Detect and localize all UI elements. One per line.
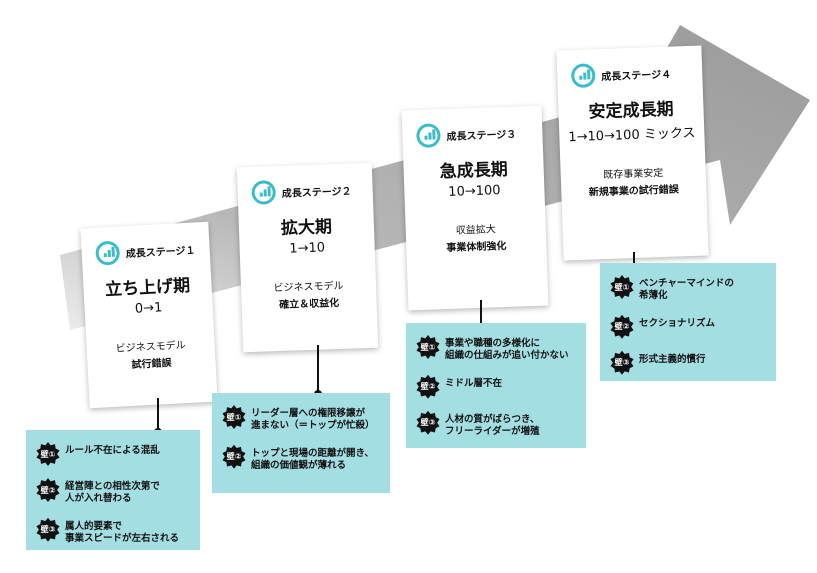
stage-title: 立ち上げ期 (104, 275, 191, 301)
stage-title: 安定成長期 (588, 99, 674, 123)
stage-card-1: 成長ステージ１ 立ち上げ期 0→1 ビジネスモデル 試行錯誤 (80, 221, 218, 409)
wall-text: リーダー層への権限移譲が 進まない（＝トップが忙殺） (251, 408, 375, 432)
stage-desc-line2: 確立＆収益化 (278, 297, 340, 312)
stage-ratio: 10→100 (448, 183, 501, 200)
stage-ratio: 1→10 (289, 240, 326, 257)
growth-chart-icon (95, 240, 121, 266)
wall-badge-icon: 壁③ (36, 517, 60, 542)
stage-desc-line2: 事業体制強化 (446, 240, 507, 255)
wall-text: ルール不在による混乱 (65, 445, 160, 456)
stage-label: 成長ステージ１ (125, 244, 196, 260)
wall-badge-icon: 壁③ (416, 410, 440, 435)
wall-badge-icon: 壁② (610, 314, 634, 339)
connector-line (317, 345, 319, 395)
wall-item: 壁③ 形式主義的慣行 (610, 350, 766, 375)
wall-badge-icon: 壁① (222, 405, 246, 429)
connector-line (633, 252, 635, 269)
stage-card-4: 成長ステージ４ 安定成長期 1→10→100 ミックス 既存事業安定 新規事業の… (556, 45, 709, 261)
wall-badge-icon: 壁① (610, 275, 634, 299)
wall-text: 形式主義的慣行 (639, 353, 706, 365)
wall-item: 壁① ルール不在による混乱 (36, 442, 190, 466)
wall-badge-icon: 壁② (36, 478, 60, 502)
connector-line (157, 398, 159, 434)
wall-text: セクショナリズム (639, 317, 716, 329)
stage-ratio: 1→10→100 ミックス (568, 125, 696, 146)
wall-text: ミドル層不在 (445, 377, 503, 389)
stage-card-2: 成長ステージ２ 拡大期 1→10 ビジネスモデル 確立＆収益化 (236, 162, 379, 353)
wall-text: ベンチャーマインドの 希薄化 (639, 278, 734, 302)
stage-label: 成長ステージ２ (281, 185, 352, 200)
wall-item: 壁② ミドル層不在 (416, 374, 576, 399)
stage-title: 急成長期 (439, 159, 509, 183)
growth-chart-icon (416, 123, 441, 148)
wall-badge-icon: 壁① (36, 442, 60, 466)
stage-label: 成長ステージ３ (446, 129, 517, 143)
wall-text: トップと現場の距離が開き、 組織の価値観が薄れる (251, 447, 374, 472)
stage-ratio: 0→1 (134, 300, 163, 317)
stage-title: 拡大期 (280, 217, 333, 239)
wall-item: 壁② セクショナリズム (610, 314, 766, 339)
stage-label: 成長ステージ４ (601, 69, 672, 83)
wall-badge-icon: 壁① (416, 335, 440, 359)
wall-text: 属人的要素で 事業スピードが左右される (65, 520, 180, 545)
growth-chart-icon (251, 180, 277, 205)
growth-chart-icon (570, 63, 596, 89)
wall-text: 経営陣との相性次第で 人が入れ替わる (65, 481, 160, 505)
wall-text: 人材の質がばらつき、 フリーライダーが増殖 (445, 413, 540, 438)
wall-badge-icon: 壁③ (610, 350, 634, 375)
stage-desc-line2: 新規事業の試行錯誤 (588, 184, 680, 199)
connector-line (480, 300, 482, 330)
wall-badge-icon: 壁② (222, 444, 246, 469)
wall-badge-icon: 壁② (416, 374, 440, 399)
stage-card-3: 成長ステージ３ 急成長期 10→100 収益拡大 事業体制強化 (401, 105, 549, 311)
wall-text: 事業や職種の多様化に 組織の仕組みが追い付かない (445, 338, 569, 362)
